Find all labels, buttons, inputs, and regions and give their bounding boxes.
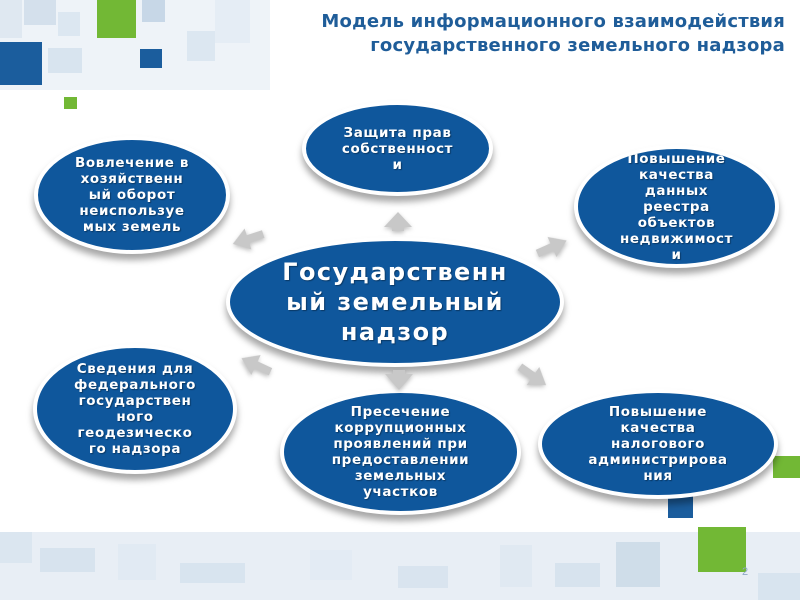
node-right-bottom-label: Повышение качества налогового администри…	[588, 404, 728, 484]
node-bottom-label: Пресечение коррупционных проявлений при …	[331, 404, 470, 500]
node-left-bottom: Сведения для федерального государствен н…	[33, 344, 237, 474]
slide-title: Модель информационного взаимодействия го…	[240, 10, 785, 58]
central-node-label: Государственн ый земельный надзор	[282, 258, 508, 346]
node-bottom: Пресечение коррупционных проявлений при …	[280, 389, 521, 515]
node-left-top: Вовлечение в хозяйственн ый оборот неисп…	[34, 136, 230, 254]
slide-title-line-1: Модель информационного взаимодействия	[321, 11, 785, 32]
slide-title-line-2: государственного земельного надзора	[370, 35, 785, 56]
node-left-bottom-label: Сведения для федерального государствен н…	[74, 361, 196, 457]
central-node: Государственн ый земельный надзор	[226, 237, 564, 367]
node-right-top: Повышение качества данных реестра объект…	[574, 145, 779, 268]
arrow-right-down-icon	[517, 363, 547, 386]
arrow-left-up-icon	[232, 228, 265, 250]
node-right-top-label: Повышение качества данных реестра объект…	[619, 150, 734, 263]
node-top-label: Защита прав собственност и	[341, 124, 454, 173]
node-top: Защита прав собственност и	[302, 101, 493, 196]
arrow-down-icon	[385, 370, 413, 390]
page-number: 2	[742, 566, 749, 578]
arrow-up-icon	[384, 212, 412, 231]
node-right-bottom: Повышение качества налогового администри…	[538, 389, 778, 499]
arrow-right-up-icon	[535, 236, 567, 258]
arrow-left-down-icon	[241, 355, 273, 376]
node-left-top-label: Вовлечение в хозяйственн ый оборот неисп…	[75, 155, 189, 235]
